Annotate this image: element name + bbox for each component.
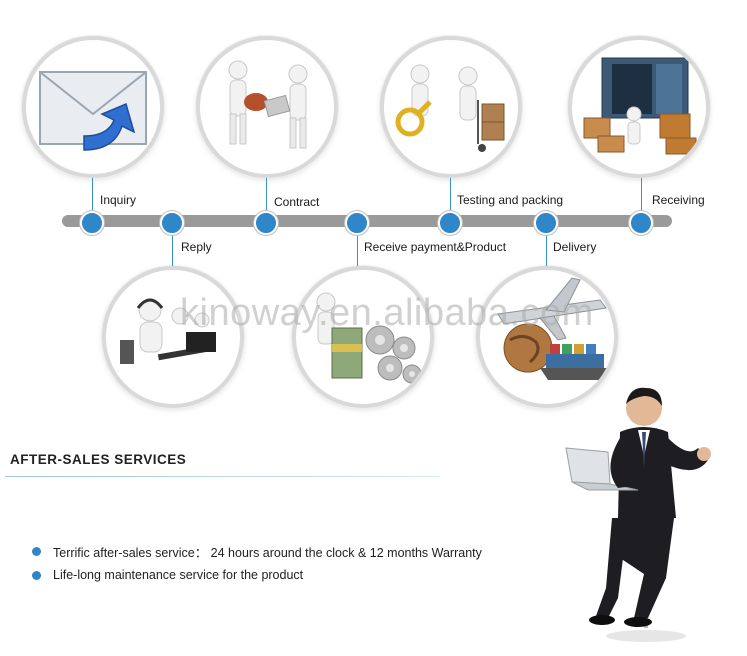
money-gears-icon <box>316 292 422 384</box>
contract-stem <box>266 178 267 212</box>
handshake-icon <box>228 60 308 149</box>
containers-icon <box>583 57 697 155</box>
businessman-icon <box>565 387 711 642</box>
receiving-stem <box>641 178 642 212</box>
delivery-stem <box>546 232 547 266</box>
list-item: Terrific after-sales service： 24 hours a… <box>32 539 482 563</box>
inquiry-dot <box>80 211 104 235</box>
contract-dot <box>254 211 278 235</box>
step-label-contract: Contract <box>274 195 320 209</box>
list-item-text: Life-long maintenance service for the pr… <box>53 568 304 582</box>
testing-packing-illustration <box>380 36 522 178</box>
step-label-testing-packing: Testing and packing <box>457 193 564 207</box>
inquiry-stem <box>92 178 93 212</box>
businessman-photo <box>548 378 728 648</box>
reply-dot <box>160 211 184 235</box>
process-timeline: kinoway.en.alibaba.com Inquiry Reply Con… <box>22 36 710 408</box>
receiving-illustration <box>568 36 710 178</box>
call-center-icon <box>120 298 216 364</box>
airplane-globe-icon <box>497 277 608 380</box>
reply-illustration <box>102 266 244 408</box>
after-sales-title: AFTER-SALES SERVICES <box>10 452 187 467</box>
after-sales-list: Terrific after-sales service： 24 hours a… <box>32 539 482 587</box>
step-label-receiving: Receiving <box>652 193 705 207</box>
contract-illustration <box>196 36 338 178</box>
delivery-dot <box>534 211 558 235</box>
receive-payment-dot <box>345 211 369 235</box>
bullet-icon <box>32 570 41 580</box>
reply-stem <box>172 232 173 266</box>
step-label-inquiry: Inquiry <box>100 193 137 207</box>
step-label-reply: Reply <box>181 240 212 254</box>
payment-illustration <box>292 266 434 408</box>
inquiry-illustration <box>22 36 164 178</box>
step-label-delivery: Delivery <box>553 240 597 254</box>
list-item-text: Terrific after-sales service： 24 hours a… <box>53 545 482 560</box>
magnifier-icon <box>395 64 505 152</box>
bullet-icon <box>32 546 41 556</box>
envelope-icon <box>39 71 147 151</box>
section-divider <box>5 476 440 477</box>
delivery-illustration <box>476 266 618 408</box>
testing-packing-stem <box>450 178 451 212</box>
list-item: Life-long maintenance service for the pr… <box>32 563 482 587</box>
testing-packing-dot <box>438 211 462 235</box>
step-label-receive-payment: Receive payment&Product <box>364 240 507 254</box>
receive-payment-stem <box>357 232 358 266</box>
receiving-dot <box>629 211 653 235</box>
watermark: kinoway.en.alibaba.com <box>180 292 594 334</box>
